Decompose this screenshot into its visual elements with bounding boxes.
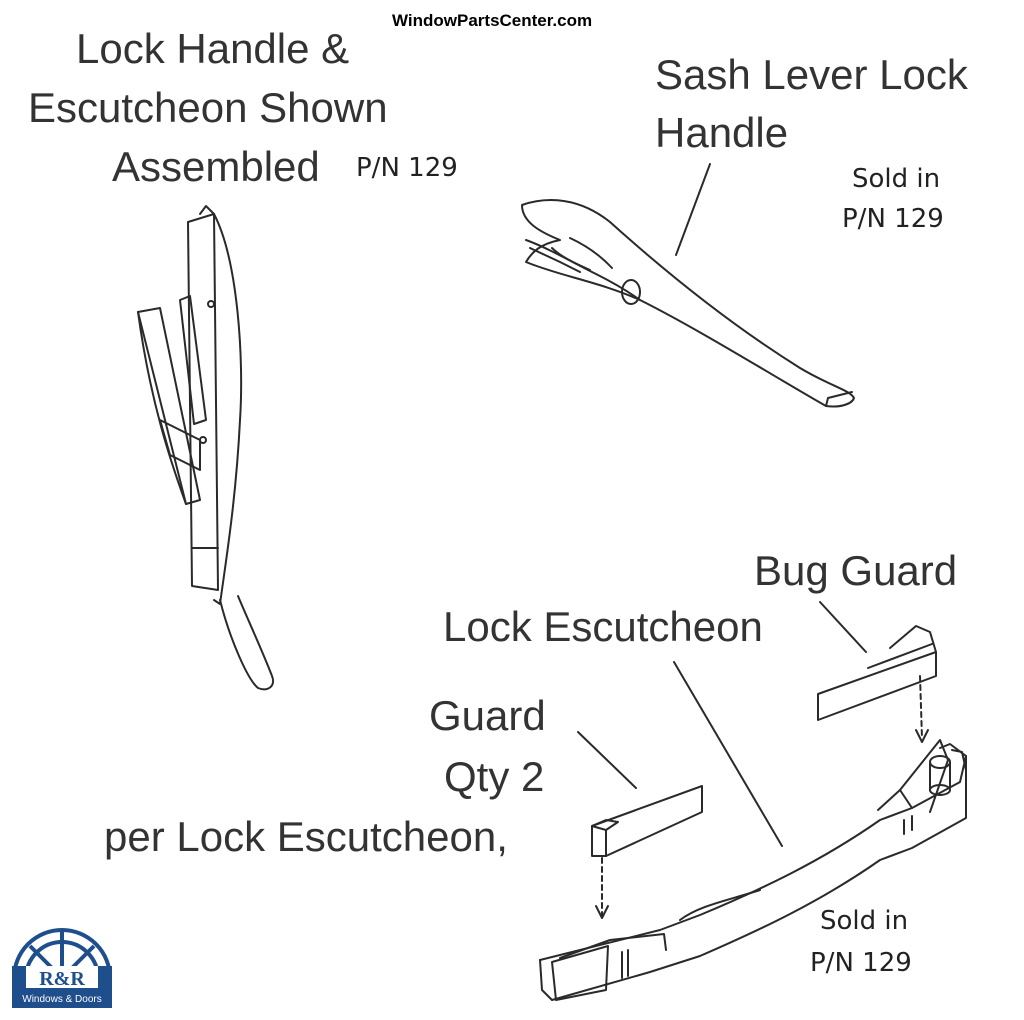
guard-drawing	[577, 731, 703, 919]
window-arch-icon: R&R Windows & Doors	[12, 928, 112, 1008]
lock-escutcheon-label: Lock Escutcheon	[443, 603, 763, 650]
handle-label-line2: Handle	[655, 109, 789, 156]
logo-brand: R&R	[39, 968, 85, 990]
assembled-part-number: P/N 129	[356, 153, 458, 183]
handle-part-number: P/N 129	[842, 204, 944, 234]
guard-label: Guard	[429, 692, 546, 739]
bug-guard-label: Bug Guard	[754, 547, 958, 594]
lock-escutcheon-drawing	[539, 661, 967, 1001]
handle-sold-in: Sold in	[852, 164, 941, 194]
assembled-label-line1: Lock Handle &	[76, 25, 350, 72]
escutcheon-part-number: P/N 129	[810, 948, 912, 978]
assembled-lock-drawing	[137, 205, 274, 691]
bug-guard-drawing	[817, 601, 937, 743]
handle-label-line1: Sash Lever Lock	[655, 51, 968, 98]
assembled-label-line2: Escutcheon Shown	[28, 84, 388, 131]
logo-tagline: Windows & Doors	[22, 994, 101, 1005]
rr-windows-doors-logo: R&R Windows & Doors	[10, 920, 114, 1010]
escutcheon-sold-in: Sold in	[820, 906, 909, 936]
assembled-label-line3: Assembled	[112, 143, 320, 190]
sash-lever-handle-drawing	[521, 163, 855, 408]
guard-qty-label: Qty 2	[444, 753, 545, 800]
guard-per-escutcheon-label: per Lock Escutcheon,	[104, 813, 508, 860]
site-name: WindowPartsCenter.com	[392, 11, 593, 30]
